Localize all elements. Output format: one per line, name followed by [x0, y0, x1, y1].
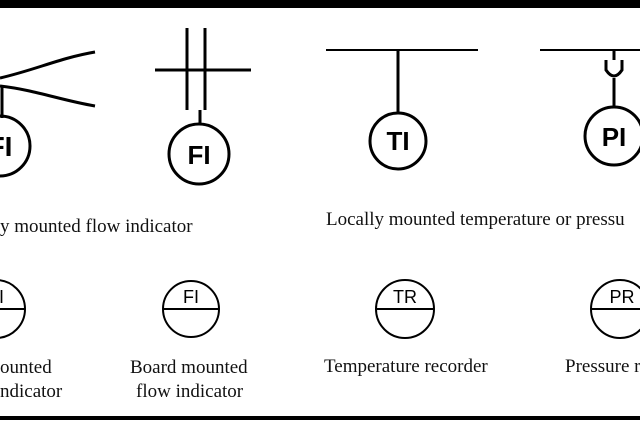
caption-local-flow: y mounted flow indicator: [0, 216, 193, 237]
caption-local-temp-pressure: Locally mounted temperature or pressu: [326, 209, 625, 230]
tag-board-flow: FI: [183, 287, 199, 307]
instrument-circle: [0, 114, 32, 178]
instrument-circle: [368, 111, 428, 171]
tag-local-temperature: TI: [386, 126, 409, 156]
caption-temperature-recorder: Temperature recorder: [324, 356, 488, 377]
local-flow-indicator-partial-symbol: [0, 50, 96, 178]
caption-board-flow-line1: Board mounted: [130, 357, 248, 378]
tag-pressure-recorder: PR: [609, 287, 634, 307]
board-flow-indicator-symbol: [162, 280, 220, 338]
tag-local-pressure: PI: [602, 122, 627, 152]
frame-bottom-border: [0, 416, 640, 420]
pressure-recorder-symbol: [590, 279, 640, 339]
tag-temperature-recorder: TR: [393, 287, 417, 307]
caption-board-flow-line2: flow indicator: [136, 381, 244, 402]
siphon-loop: [604, 60, 624, 78]
caption-pressure-recorder: Pressure r: [565, 356, 640, 377]
caption-board-partial-line1: ounted: [0, 357, 52, 378]
instrument-circle: [583, 105, 640, 167]
board-mounted-partial-symbol: [0, 279, 26, 339]
frame-top-border: [0, 0, 640, 8]
tag-local-flow: FI: [187, 140, 210, 170]
local-pressure-indicator-symbol: [540, 49, 640, 167]
local-flow-indicator-symbol: [155, 28, 251, 186]
tag-local-flow-partial: FI: [0, 131, 12, 162]
pipe-curve-upper: [0, 50, 96, 80]
caption-board-partial-line2: ndicator: [0, 381, 63, 402]
temperature-recorder-symbol: [375, 279, 435, 339]
tag-board-partial: FI: [0, 287, 4, 307]
instrument-circle: [167, 122, 231, 186]
local-temperature-indicator-symbol: [326, 49, 478, 171]
pipe-curve-lower: [0, 84, 96, 108]
